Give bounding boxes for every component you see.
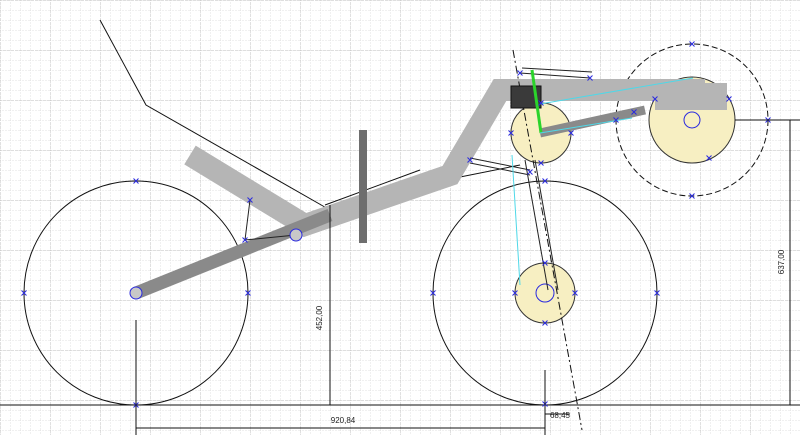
snap-marker	[512, 290, 518, 296]
fork-blade[interactable]	[524, 159, 549, 291]
snap-marker	[613, 117, 619, 123]
snap-marker	[508, 130, 514, 136]
rear-swing-tube[interactable]	[133, 208, 333, 300]
seat-back-line	[99, 19, 331, 211]
dim-wheelbase-label[interactable]: 920,84	[331, 416, 356, 425]
main-frame-tube[interactable]	[184, 79, 705, 238]
snap-marker	[247, 197, 253, 203]
snap-marker	[654, 290, 660, 296]
snap-marker	[587, 75, 593, 81]
dim-trail-label[interactable]: 68,45	[550, 411, 571, 420]
head-block[interactable]	[510, 85, 542, 109]
boom-end-block[interactable]	[655, 83, 727, 110]
snap-marker	[467, 157, 473, 163]
snap-marker	[542, 260, 548, 266]
snap-marker	[133, 178, 139, 184]
chain-line-fork	[511, 154, 521, 286]
snap-marker	[242, 237, 248, 243]
rear-hub-marker	[129, 286, 143, 300]
snap-marker	[538, 160, 544, 166]
snap-marker	[706, 155, 712, 161]
snap-marker	[689, 193, 695, 199]
green-accent-line	[530, 69, 543, 134]
snap-marker	[542, 320, 548, 326]
steering-axis	[512, 49, 583, 431]
snap-marker	[568, 130, 574, 136]
crank-axle	[683, 111, 701, 129]
handlebar-link-2	[521, 67, 593, 73]
snap-marker	[689, 41, 695, 47]
snap-marker	[652, 96, 658, 102]
snap-marker	[542, 178, 548, 184]
dim-seat-height-label[interactable]: 452,00	[315, 305, 324, 330]
chain-line-upper	[539, 77, 694, 105]
front-boom-tube[interactable]	[539, 105, 646, 138]
steering-rod[interactable]	[469, 157, 531, 171]
snap-marker	[517, 70, 523, 76]
steering-rod-2	[469, 162, 531, 176]
snap-marker	[430, 290, 436, 296]
pivot-marker	[289, 228, 303, 242]
front-hub-axle	[535, 283, 555, 303]
seat-support-line	[324, 169, 421, 206]
snap-marker	[538, 100, 544, 106]
snap-marker	[245, 290, 251, 296]
snap-marker	[726, 96, 732, 102]
snap-marker	[527, 169, 533, 175]
snap-marker	[631, 109, 637, 115]
snap-marker	[21, 290, 27, 296]
snap-marker	[572, 290, 578, 296]
fork-blade-2	[534, 159, 559, 291]
dim-height-label[interactable]: 637,00	[777, 249, 786, 274]
